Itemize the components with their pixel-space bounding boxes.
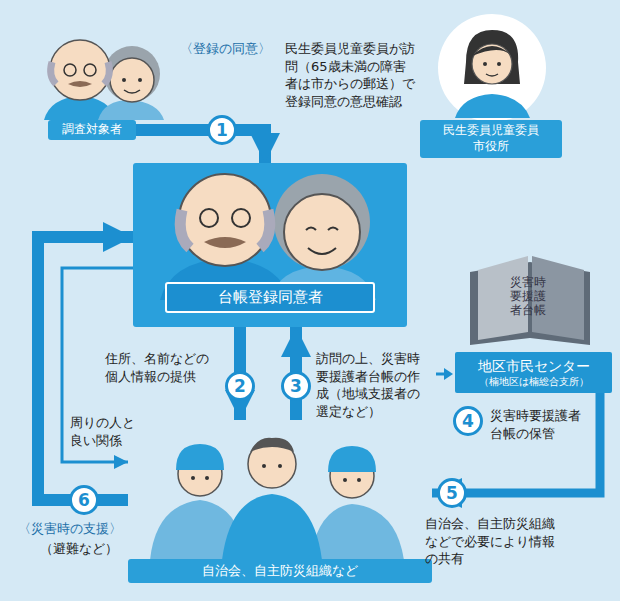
edge-label: 訪問の上、災害時要援護者台帳の作成（地域支援者の選定など） bbox=[316, 350, 432, 420]
pointer-arrow bbox=[436, 368, 453, 380]
node-text: 地区市民センター bbox=[478, 357, 590, 375]
callout-number: 2 bbox=[225, 371, 255, 401]
edge-label: 周りの人と良い関係 bbox=[70, 414, 140, 449]
edge-label: 住所、名前などの個人情報の提供 bbox=[105, 350, 220, 385]
ledger-book bbox=[470, 256, 590, 345]
edge-label: 〈災害時の支援〉 bbox=[18, 520, 138, 538]
node-text: 民生委員児童委員 市役所 bbox=[436, 123, 546, 154]
edge-label: 民生委員児童委員が訪問（65歳未満の障害者は市からの郵送）で登録同意の意思確認 bbox=[285, 40, 417, 110]
consenter-box: 台帳登録同意者 bbox=[133, 163, 407, 327]
callout-number: 4 bbox=[453, 406, 483, 436]
community-people bbox=[150, 438, 404, 560]
center-box: 地区市民センター（楠地区は楠総合支所） bbox=[455, 352, 612, 393]
callout-number: 5 bbox=[437, 478, 467, 508]
node-text: （楠地区は楠総合支所） bbox=[479, 375, 589, 388]
officer-woman bbox=[438, 14, 546, 122]
callout-number: 1 bbox=[207, 115, 237, 145]
note-text: 災害時要援護者台帳の保管 bbox=[490, 407, 590, 442]
node-text: 台帳登録同意者 bbox=[165, 282, 375, 313]
node-text: 自治会、自主防災組織など bbox=[128, 559, 432, 583]
note-text: （避難など） bbox=[40, 540, 140, 558]
community-group: 自治会、自主防災組織など bbox=[128, 420, 432, 583]
note-text: 〈登録の同意〉 bbox=[180, 40, 290, 58]
book-title: 災害時要援護者台帳 bbox=[510, 276, 546, 317]
callout-number: 3 bbox=[281, 371, 311, 401]
node-text: 調査対象者 bbox=[62, 122, 122, 138]
staff-band: 民生委員児童委員 市役所 bbox=[420, 120, 562, 158]
survey-couple bbox=[44, 40, 164, 120]
callout-number: 6 bbox=[69, 485, 99, 515]
flow-arrow bbox=[38, 237, 133, 500]
flow-arrow bbox=[136, 130, 265, 163]
edge-label: 自治会、自主防災組織などで必要により情報の共有 bbox=[425, 515, 560, 568]
target-band: 調査対象者 bbox=[48, 120, 136, 140]
consenter-box-art bbox=[133, 163, 407, 327]
